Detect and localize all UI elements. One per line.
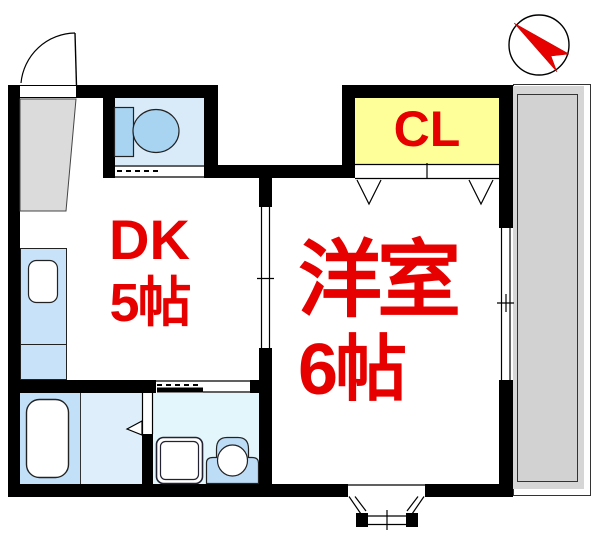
toilet-tank	[113, 106, 135, 158]
bay-window-right-cap	[406, 513, 418, 527]
bay-window-right-slant2	[406, 496, 419, 512]
changing-door-arrow	[125, 420, 143, 436]
genkan-step	[19, 98, 77, 212]
dk-room-name: DK	[109, 208, 190, 271]
wall-top-left-corner	[8, 85, 20, 98]
bay-window-right-slant1	[411, 496, 425, 515]
closet-label: CL	[393, 101, 461, 157]
bathtub	[25, 398, 70, 479]
dk-western-door-gap	[259, 207, 272, 348]
dk-room-size: 5帖	[109, 273, 191, 333]
wall-left	[8, 85, 20, 497]
wall-dk-west-stub	[259, 165, 272, 207]
bay-window-left-cap	[356, 513, 368, 527]
kitchen-counter	[20, 248, 67, 380]
entrance-door-arc	[20, 32, 76, 84]
wall-toilet-left	[103, 85, 115, 178]
toilet-bowl	[132, 108, 180, 154]
bay-window-left-slant2	[354, 496, 367, 512]
toilet-door-band	[115, 165, 204, 178]
entrance-door-gap	[20, 85, 76, 98]
wall-dk-bottom-right	[250, 380, 272, 393]
western-room-label: 洋室 6帖	[298, 238, 508, 406]
kitchen-sink	[27, 259, 59, 304]
kitchen-counter-divider	[20, 344, 67, 345]
wall-right-lower	[499, 380, 513, 497]
wall-changing-washroom	[142, 434, 153, 484]
closet-room	[355, 98, 499, 165]
wall-bottom-left	[8, 484, 348, 497]
wall-right-upper	[499, 85, 513, 228]
western-room-size: 6帖	[298, 330, 407, 410]
dk-room-label: DK 5帖	[72, 208, 227, 333]
balcony-inner-line	[517, 94, 578, 482]
closet-folding-door-v2	[468, 179, 494, 206]
changing-room	[80, 393, 142, 484]
washing-machine-pan-inner	[159, 440, 200, 481]
washbasin-bowl	[216, 444, 249, 477]
wall-dk-bottom-left	[8, 380, 156, 393]
wall-bottom-right	[425, 484, 513, 497]
closet-folding-door-v1	[356, 179, 382, 206]
entrance-door-leaf	[74, 32, 78, 87]
bay-window-left-slant1	[348, 496, 362, 515]
wall-toilet-right	[204, 85, 218, 178]
washing-machine-pan-outer	[155, 436, 204, 485]
compass-north-arrow-icon	[513, 22, 570, 73]
wall-notch-bottom	[204, 165, 355, 178]
dk-washroom-door-bar	[157, 387, 203, 393]
western-room-name: 洋室	[298, 233, 461, 327]
wall-closet-left	[342, 85, 355, 178]
wall-top-b	[342, 85, 513, 98]
